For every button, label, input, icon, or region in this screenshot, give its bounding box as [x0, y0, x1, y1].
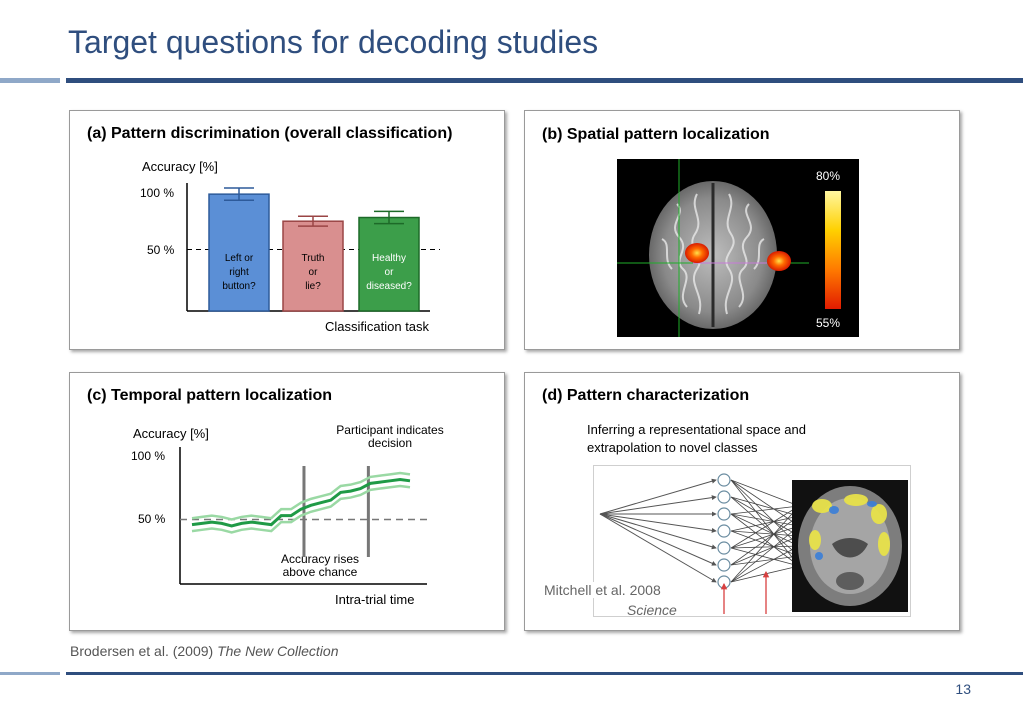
- bar-label-0-0: Left or: [225, 253, 254, 264]
- title-rule: [66, 78, 1023, 83]
- footer-rule-accent: [0, 672, 60, 675]
- title-rule-accent: [0, 78, 60, 83]
- line-chart: [179, 447, 427, 585]
- panel-a-x-axis-label: Classification task: [325, 319, 430, 334]
- bar-label-1-2: lie?: [305, 281, 321, 292]
- bar-2: [358, 216, 420, 312]
- panel-a-title: (a) Pattern discrimination (overall clas…: [87, 125, 453, 142]
- colorbar-min-label: 55%: [816, 316, 841, 330]
- output-connections: [730, 479, 800, 583]
- output-line-3-3: [730, 530, 800, 537]
- input-arrow-4: [599, 513, 717, 550]
- footer-rule: [66, 672, 1023, 675]
- footer-citation-authors: Brodersen et al. (2009): [70, 643, 218, 659]
- panel-d-title: (d) Pattern characterization: [542, 387, 750, 404]
- node-4: [717, 541, 731, 555]
- colorbar-panel: 80% 55%: [809, 159, 859, 337]
- activation-left: [685, 243, 709, 263]
- panel-c-tick-50: 50 %: [138, 512, 166, 526]
- panel-c-y-axis-label: Accuracy [%]: [133, 426, 209, 441]
- page-number: 13: [955, 681, 971, 697]
- node-5: [717, 558, 731, 572]
- output-line-6-4: [730, 545, 800, 583]
- panel-c-title: (c) Temporal pattern localization: [87, 387, 333, 404]
- node-3: [717, 524, 731, 538]
- colorbar-max-label: 80%: [816, 169, 841, 183]
- input-arrow-5: [599, 513, 717, 566]
- output-line-0-0: [730, 479, 800, 507]
- bar-label-1-0: Truth: [302, 253, 325, 264]
- panel-a-tick-100: 100 %: [140, 186, 175, 200]
- gyri-right: [724, 193, 765, 315]
- panel-a-y-axis-label: Accuracy [%]: [142, 159, 218, 174]
- bar-label-0-2: button?: [222, 281, 256, 292]
- output-line-5-3: [730, 535, 800, 566]
- output-line-2-2: [730, 513, 800, 527]
- colorbar: [825, 191, 841, 309]
- hidden-nodes: [717, 473, 731, 589]
- output-line-2-0: [730, 505, 800, 515]
- bar-label-1-1: or: [309, 267, 319, 278]
- bar-label-2-2: diseased?: [366, 281, 412, 292]
- panel-d-citation-line2: Science: [627, 602, 677, 618]
- output-line-6-0: [730, 505, 800, 583]
- output-line-4-0: [730, 505, 800, 549]
- bar-label-0-1: right: [229, 267, 249, 278]
- line-lower-bound: [191, 484, 411, 534]
- footer-citation-title: The New Collection: [217, 643, 339, 659]
- panel-pattern-characterization: (d) Pattern characterization Inferring a…: [524, 372, 960, 631]
- brain-axial-image: [617, 159, 809, 337]
- input-arrow-1: [599, 495, 717, 515]
- node-1: [717, 490, 731, 504]
- brain-map-svg: [617, 159, 809, 337]
- panel-c-tick-100: 100 %: [131, 449, 166, 463]
- input-arrow-6: [599, 513, 717, 583]
- output-line-6-2: [730, 525, 800, 583]
- panel-a-tick-50: 50 %: [147, 243, 175, 257]
- bar-1: [282, 220, 344, 312]
- panel-spatial-localization: (b) Spatial pattern localization: [524, 110, 960, 350]
- network-diagram: [599, 473, 908, 614]
- output-line-4-6: [730, 547, 800, 567]
- panel-c-x-axis-label: Intra-trial time: [335, 592, 415, 607]
- bar-label-2-1: or: [385, 267, 395, 278]
- input-arrows: [599, 478, 717, 583]
- brain-slice: [792, 480, 908, 612]
- node-0: [717, 473, 731, 487]
- output-line-4-4: [730, 545, 800, 549]
- panel-d-description: Inferring a representational space and e…: [587, 422, 806, 455]
- output-line-4-2: [730, 525, 800, 549]
- slide-title: Target questions for decoding studies: [68, 24, 599, 60]
- line-accuracy-series: [191, 477, 411, 528]
- footer-citation: Brodersen et al. (2009) The New Collecti…: [70, 643, 338, 659]
- node-2: [717, 507, 731, 521]
- panel-d-citation-line1: Mitchell et al. 2008: [544, 582, 661, 598]
- input-arrow-0: [599, 478, 717, 515]
- output-line-5-5: [730, 555, 800, 566]
- annotation-decision: Participant indicates decision: [336, 423, 444, 450]
- input-arrow-3: [599, 513, 717, 533]
- bar-label-2-0: Healthy: [372, 253, 406, 264]
- panel-b-title: (b) Spatial pattern localization: [542, 126, 770, 143]
- activation-right: [767, 251, 791, 271]
- bar-chart: Left or right button? Truth or lie? Healthy or d…: [186, 183, 440, 312]
- output-line-5-1: [730, 515, 800, 566]
- panel-temporal-localization: (c) Temporal pattern localization Accura…: [69, 372, 505, 631]
- annotation-rise: Accuracy rises above chance: [280, 552, 360, 579]
- bar-0: [208, 193, 270, 312]
- panel-pattern-discrimination: (a) Pattern discrimination (overall clas…: [69, 110, 505, 350]
- line-upper-bound: [191, 471, 411, 521]
